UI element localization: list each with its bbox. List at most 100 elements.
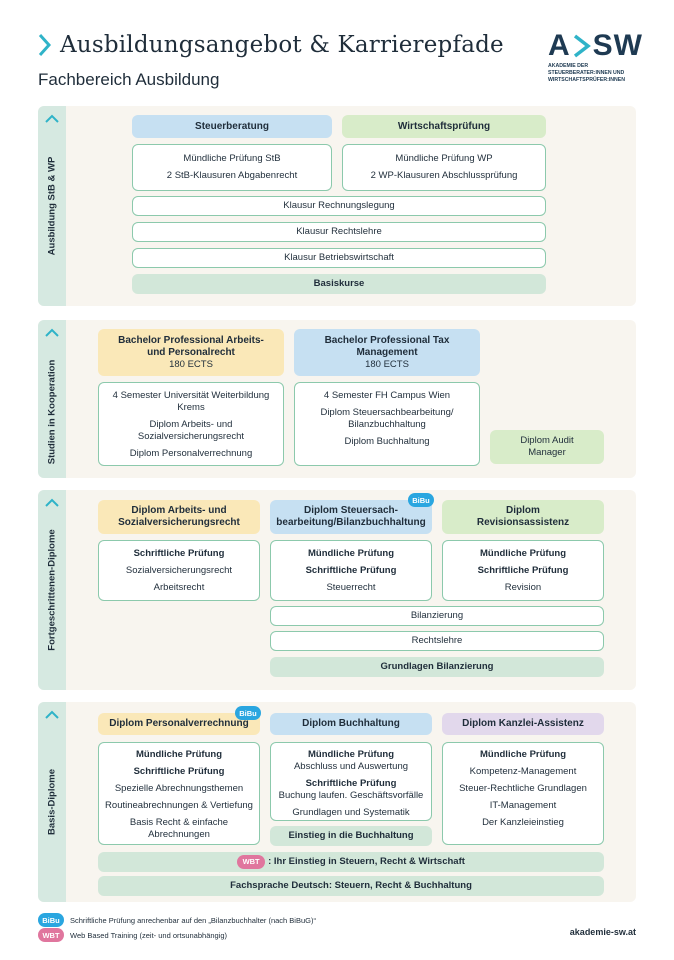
section-tab: Studien in Kooperation [38,320,66,478]
wp-pruefungen: Mündliche Prüfung WP 2 WP-Klausuren Absc… [342,144,546,191]
logo-chevron-icon [573,34,591,58]
bibu-badge: BiBu [408,493,434,507]
arbeitsrecht-details: Schriftliche Prüfung Sozialversicherungs… [98,540,260,601]
klausur-betriebswirtschaft: Klausur Betriebswirtschaft [132,248,546,268]
bachelor-tax-header: Bachelor Professional Tax Management 180… [294,329,480,376]
wbt-einstieg-row: WBT : Ihr Einstieg in Steuern, Recht & W… [98,852,604,872]
list-item: IT-Management [489,800,557,811]
bibu-badge: BiBu [235,706,261,720]
list-item: Mündliche Prüfung WP [395,153,493,164]
buchhaltung-details: Mündliche Prüfung Abschluss und Auswertu… [270,742,432,821]
list-item: Schriftliche Prüfung [305,565,397,576]
diplom-personalverrechnung-header: Diplom Personalverrechnung [98,713,260,735]
legend-bibu-text: Schriftliche Prüfung anrechenbar auf den… [70,915,316,925]
list-item: Mündliche Prüfung StB [183,153,281,164]
list-item: Der Kanzleieinstieg [482,817,564,828]
klausur-rechnungslegung: Klausur Rechnungslegung [132,196,546,216]
section-label: Studien in Kooperation [46,359,58,465]
stb-pruefungen: Mündliche Prüfung StB 2 StB-Klausuren Ab… [132,144,332,191]
list-item: Schriftliche Prüfung [477,565,569,576]
logo-subline-3: WIRTSCHAFTSPRÜFER:INNEN [548,77,625,83]
ects-label: 180 ECTS [169,358,213,370]
list-item: Basis Recht & einfache Abrechnungen [129,817,229,840]
bilanzierung-row: Bilanzierung [270,606,604,626]
rechtslehre-row: Rechtslehre [270,631,604,651]
legend-wbt-text: Web Based Training (zeit- und ortsunabhä… [70,930,228,940]
legend-bibu: BiBu Schriftliche Prüfung anrechenbar au… [38,913,316,927]
bachelor-arbeitsrecht-details: 4 Semester Universität Weiterbildung Kre… [98,382,284,466]
revisionsassistenz-details: Mündliche Prüfung Schriftliche Prüfung R… [442,540,604,601]
list-item: Mündliche Prüfung [479,548,567,559]
diplom-buchhaltung-header: Diplom Buchhaltung [270,713,432,735]
diplom-steuersachbearbeitung-header: Diplom Steuersach-bearbeitung/Bilanzbuch… [270,500,432,534]
logo-text-left: A [548,29,571,62]
diplom-arbeitsrecht-header: Diplom Arbeits- und Sozialversicherungsr… [98,500,260,534]
list-item: Kompetenz-Management [469,766,577,777]
list-item: Schriftliche Prüfung [305,778,397,789]
list-item: Mündliche Prüfung [135,749,223,760]
klausur-rechtslehre: Klausur Rechtslehre [132,222,546,242]
page-title: Ausbildungsangebot & Karrierepfade [60,32,504,58]
ects-label: 180 ECTS [365,358,409,370]
chevron-up-icon[interactable] [45,328,59,338]
section-label: Basis-Diplome [46,769,58,835]
list-item: Routineabrechnungen & Vertiefung [105,800,253,811]
list-item: Revision [504,582,542,593]
einstieg-buchhaltung: Einstieg in die Buchhaltung [270,826,432,846]
list-item: Diplom Buchhaltung [344,436,430,447]
logo: A SW AKADEMIE DER STEUERBERATER:INNEN UN… [548,29,648,84]
list-item: 4 Semester Universität Weiterbildung Kre… [112,390,270,413]
section-label: Fortgeschrittenen-Diplome [46,529,58,651]
list-item: 4 Semester FH Campus Wien [323,390,451,401]
list-item: Buchung laufen. Geschäftsvorfälle [278,790,424,801]
list-item: Spezielle Abrechnungsthemen [114,783,244,794]
grundlagen-bilanzierung-row: Grundlagen Bilanzierung [270,657,604,677]
section-kooperation: Studien in Kooperation Bachelor Professi… [38,320,636,478]
kanzlei-assistenz-details: Mündliche Prüfung Kompetenz-Management S… [442,742,604,845]
page-subtitle: Fachbereich Ausbildung [38,70,220,89]
bibu-badge: BiBu [38,913,64,927]
chevron-up-icon[interactable] [45,114,59,124]
wirtschaftspruefung-header: Wirtschaftsprüfung [342,115,546,138]
list-item: Abschluss und Auswertung [293,761,409,772]
bachelor-title: Bachelor Professional Tax Management [324,334,450,358]
section-stb-wp: Ausbildung StB & WP Steuerberatung Wirts… [38,106,636,306]
chevron-up-icon[interactable] [45,498,59,508]
diplom-audit-manager: Diplom Audit Manager [490,430,604,464]
list-item: Steuer-Rechtliche Grundlagen [459,783,587,794]
list-item: Grundlagen und Systematik [292,807,410,818]
list-item: Mündliche Prüfung [307,749,395,760]
bachelor-arbeitsrecht-header: Bachelor Professional Arbeits- und Perso… [98,329,284,376]
section-fortgeschritten: Fortgeschrittenen-Diplome Diplom Arbeits… [38,490,636,690]
bachelor-title: Bachelor Professional Arbeits- und Perso… [118,334,264,358]
logo-text-right: SW [592,29,643,62]
basiskurse: Basiskurse [132,274,546,294]
list-item: 2 StB-Klausuren Abgabenrecht [166,170,298,181]
wbt-row-label: : Ihr Einstieg in Steuern, Recht & Wirts… [268,856,465,867]
section-basis: Basis-Diplome Diplom Personalverrechnung… [38,702,636,902]
list-item: Mündliche Prüfung [479,749,567,760]
list-item: Schriftliche Prüfung [133,766,225,777]
list-item: Schriftliche Prüfung [133,548,225,559]
diplom-revisionsassistenz-header: Diplom Revisionsassistenz [442,500,604,534]
list-item: Sozialversicherungsrecht [125,565,233,576]
logo-subline-1: AKADEMIE DER [548,63,589,69]
list-item: Steuerrecht [326,582,376,593]
wbt-badge: WBT [237,855,266,869]
diplom-kanzlei-assistenz-header: Diplom Kanzlei-Assistenz [442,713,604,735]
bachelor-tax-details: 4 Semester FH Campus Wien Diplom Steuers… [294,382,480,466]
list-item: Diplom Steuersachbearbeitung/ Bilanzbuch… [320,407,454,430]
website-link[interactable]: akademie-sw.at [569,927,636,937]
list-item: Arbeitsrecht [153,582,205,593]
chevron-right-icon [38,33,52,57]
section-tab: Ausbildung StB & WP [38,106,66,306]
legend-wbt: WBT Web Based Training (zeit- und ortsun… [38,928,227,942]
chevron-up-icon[interactable] [45,710,59,720]
section-label: Ausbildung StB & WP [46,156,58,256]
steuerberatung-header: Steuerberatung [132,115,332,138]
list-item: 2 WP-Klausuren Abschlussprüfung [370,170,518,181]
page-header: Ausbildungsangebot & Karrierepfade [36,30,504,60]
list-item: Diplom Arbeits- und Sozialversicherungsr… [137,419,245,442]
section-tab: Fortgeschrittenen-Diplome [38,490,66,690]
wbt-badge: WBT [38,928,64,942]
